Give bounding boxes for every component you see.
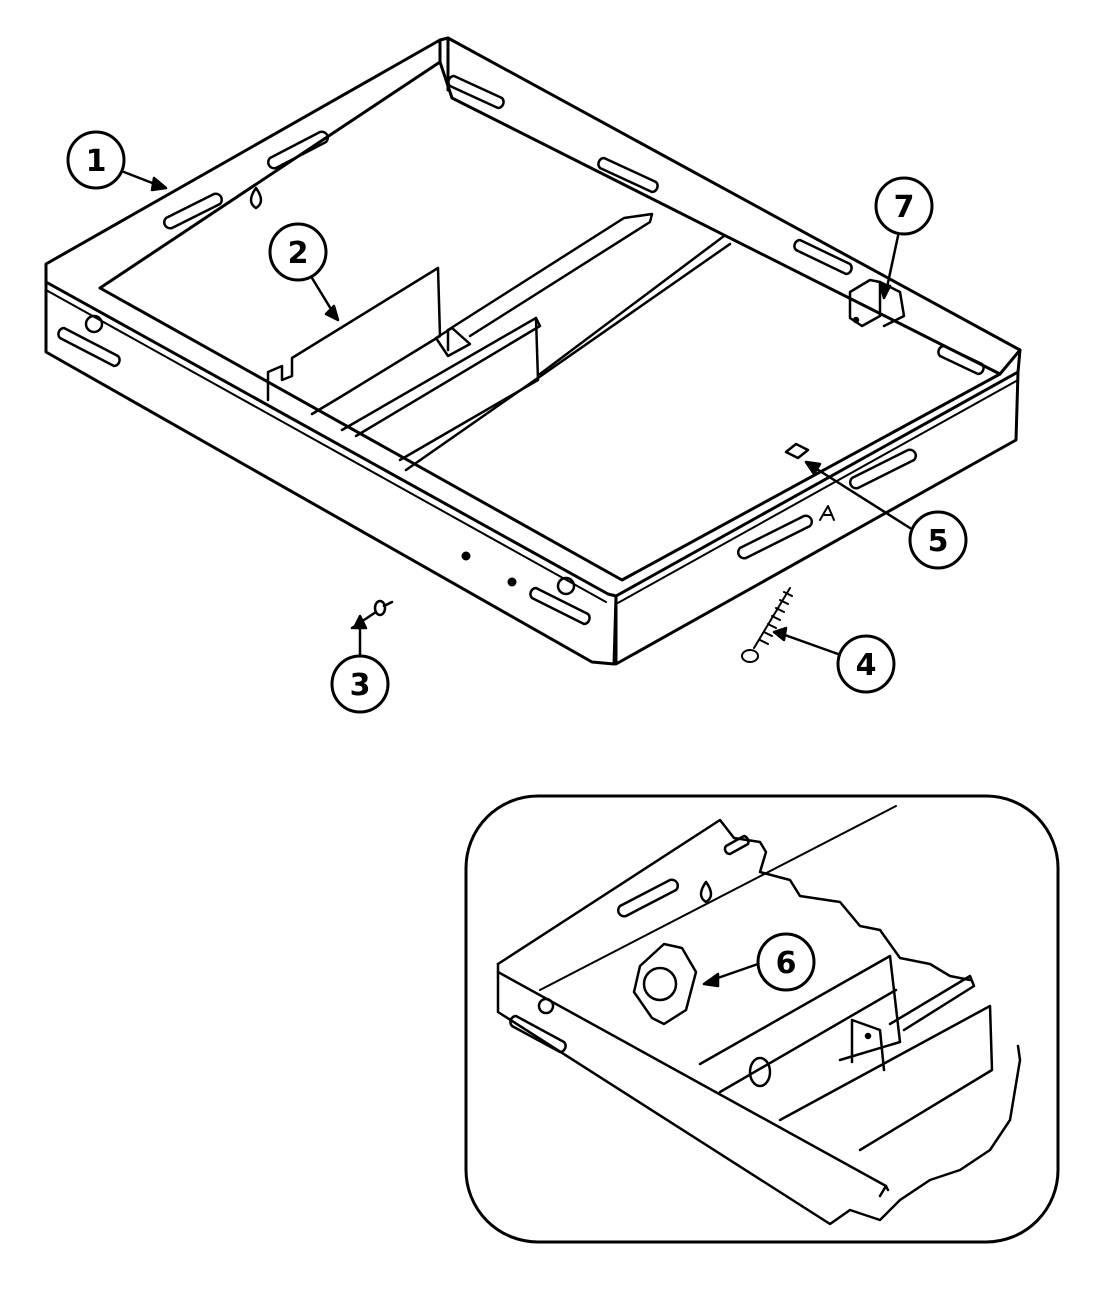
retainer-clip [784,442,810,460]
detail-view [496,805,1022,1226]
callout-7: 7 [874,176,934,236]
callout-5: 5 [908,510,968,570]
drip-pan-tray [44,36,1022,666]
callout-1-label: 1 [86,144,107,179]
tray-inner-edge [98,60,1002,582]
keyhole [249,186,263,210]
center-rails [340,212,732,472]
callout-2: 2 [268,222,328,282]
callout-4: 4 [836,634,896,694]
tray-rim-outline [44,36,1022,598]
divider-baffle [266,266,442,416]
callout-6: 6 [756,932,816,992]
rim-slots [57,74,985,626]
callout-3-label: 3 [350,668,371,703]
leader-lines [122,170,912,988]
callout-6-label: 6 [776,946,797,981]
tray-front-wall [44,280,618,666]
callout-1: 1 [66,130,126,190]
callout-7-label: 7 [894,190,915,225]
spring [741,587,793,663]
callout-5-label: 5 [928,524,949,559]
tray-side-wall [614,370,1020,666]
callout-2-label: 2 [288,236,309,271]
callout-3: 3 [330,654,390,714]
callout-4-label: 4 [856,648,877,683]
detail-inset-frame [464,794,1060,1244]
gasket [632,942,698,1026]
